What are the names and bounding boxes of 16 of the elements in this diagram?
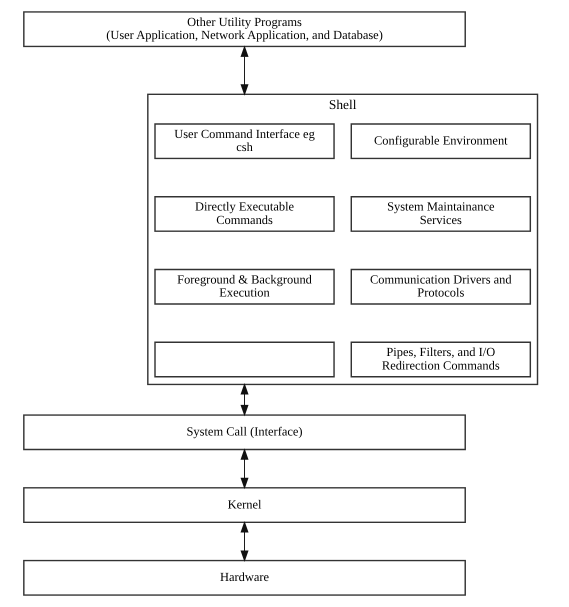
node-box: Kernel bbox=[23, 487, 466, 523]
node-box: System Call (Interface) bbox=[23, 414, 466, 450]
node-box: Directly Executable Commands bbox=[154, 196, 335, 232]
node-box: User Command Interface eg csh bbox=[154, 123, 335, 160]
arrow bbox=[240, 520, 249, 562]
node-box: Communication Drivers and Protocols bbox=[350, 268, 532, 305]
node-box: Other Utility Programs (User Application, Network Application, and Database) bbox=[23, 11, 466, 48]
node-box: Foreground & Background Execution bbox=[154, 268, 335, 305]
node-box bbox=[154, 342, 335, 378]
node-box: Pipes, Filters, and I/O Redirection Commands bbox=[350, 342, 532, 378]
arrow bbox=[240, 45, 249, 96]
node-box: Hardware bbox=[23, 560, 466, 596]
arrow bbox=[240, 382, 249, 416]
node-box: Configurable Environment bbox=[350, 123, 532, 160]
arrow bbox=[240, 448, 249, 490]
node-box: System Maintainance Services bbox=[350, 196, 532, 232]
